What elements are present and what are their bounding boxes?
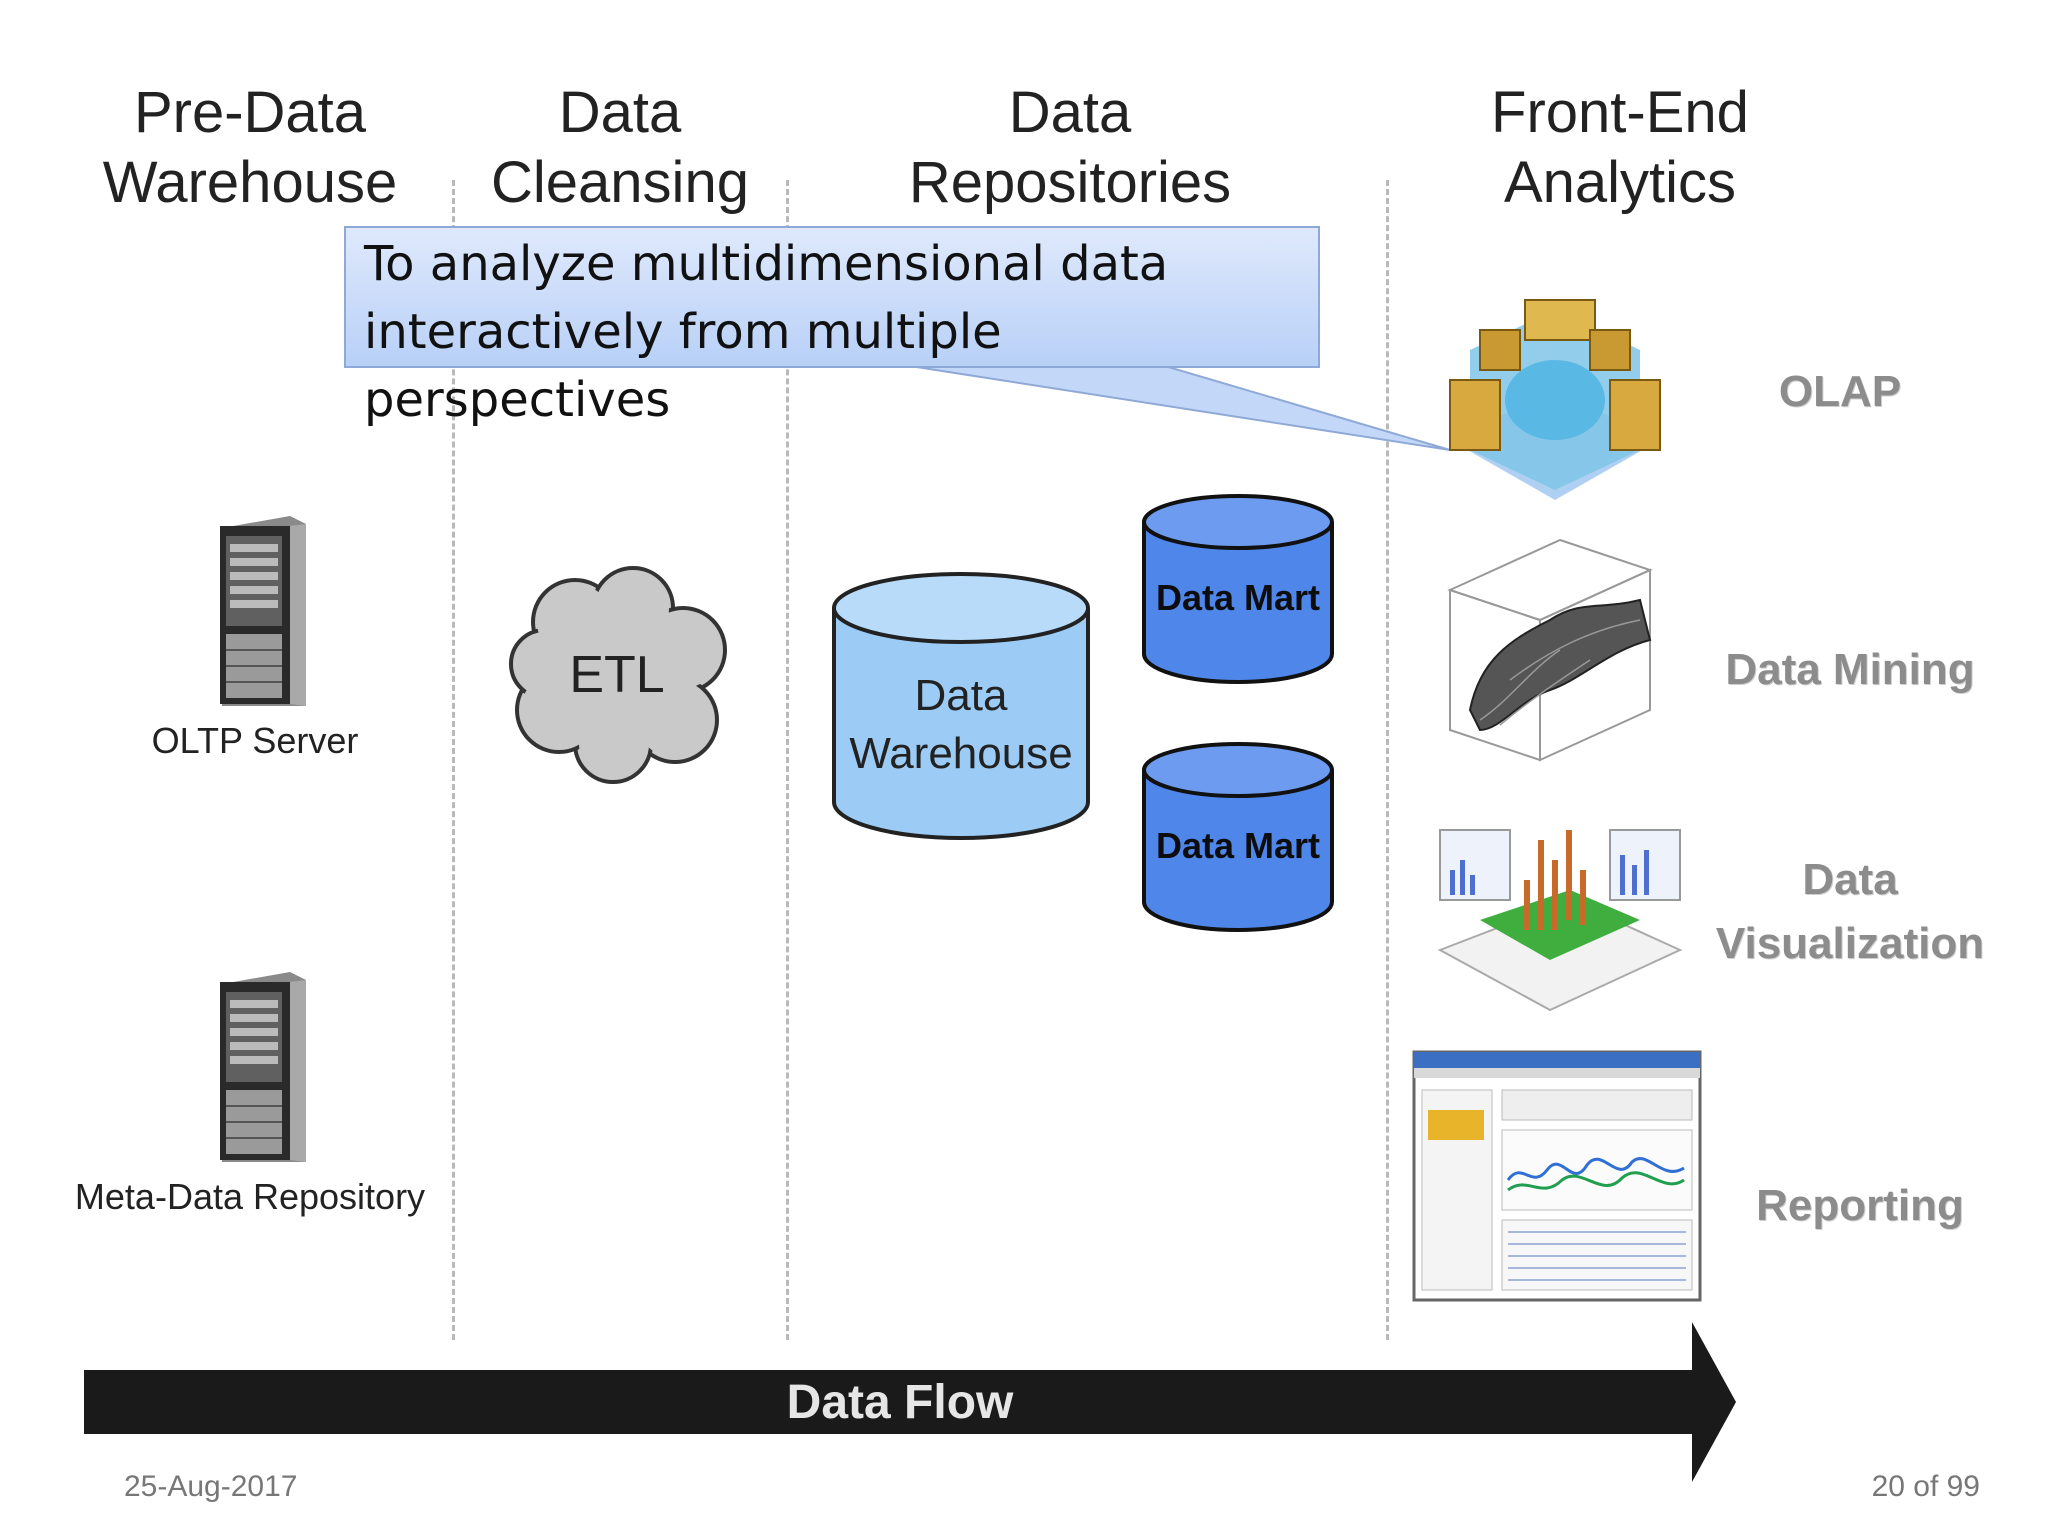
server-icon bbox=[220, 516, 306, 706]
oltp-server-label: OLTP Server bbox=[151, 720, 359, 761]
data-mart-label: Data Mart bbox=[1156, 577, 1320, 618]
header-pre-data-warehouse: Pre-Data Warehouse bbox=[102, 80, 398, 215]
etl-label: ETL bbox=[569, 646, 664, 704]
header-front-end-analytics: Front-End Analytics bbox=[1491, 80, 1749, 215]
callout-box: To analyze multidimensional data interac… bbox=[344, 226, 1320, 428]
data-warehouse-label-line1: Data bbox=[915, 671, 1008, 720]
meta-data-repository-label: Meta-Data Repository bbox=[74, 1176, 426, 1217]
etl-cloud: ETL bbox=[509, 566, 727, 784]
olap-label: OLAP bbox=[1778, 367, 1902, 416]
data-mining-label: Data Mining bbox=[1725, 645, 1975, 694]
data-warehouse-cylinder: Data Warehouse bbox=[832, 572, 1090, 840]
footer-page-number: 20 of 99 bbox=[1871, 1470, 1980, 1503]
divider-2 bbox=[786, 180, 789, 1340]
server-icon bbox=[220, 972, 306, 1162]
data-mart-cylinder: Data Mart bbox=[1142, 494, 1334, 684]
data-visualization-image bbox=[1437, 829, 1683, 1012]
reporting-screenshot-image bbox=[1412, 1050, 1702, 1302]
header-data-cleansing: Data Cleansing bbox=[491, 80, 749, 215]
data-flow-arrow: Data Flow bbox=[84, 1322, 1736, 1482]
divider-3 bbox=[1386, 180, 1389, 1340]
data-mart-cylinder: Data Mart bbox=[1142, 742, 1334, 932]
reporting-label: Reporting bbox=[1756, 1181, 1964, 1230]
olap-cube-image bbox=[1449, 299, 1661, 500]
data-visualization-label: Data Visualization bbox=[1715, 855, 1985, 968]
divider-1 bbox=[452, 180, 455, 1340]
data-mart-label: Data Mart bbox=[1156, 825, 1320, 866]
header-data-repositories: Data Repositories bbox=[908, 80, 1232, 215]
data-flow-label: Data Flow bbox=[787, 1376, 1014, 1429]
footer-date: 25-Aug-2017 bbox=[124, 1470, 298, 1503]
data-mining-surface-image bbox=[1447, 538, 1653, 762]
data-warehouse-label-line2: Warehouse bbox=[849, 729, 1072, 778]
